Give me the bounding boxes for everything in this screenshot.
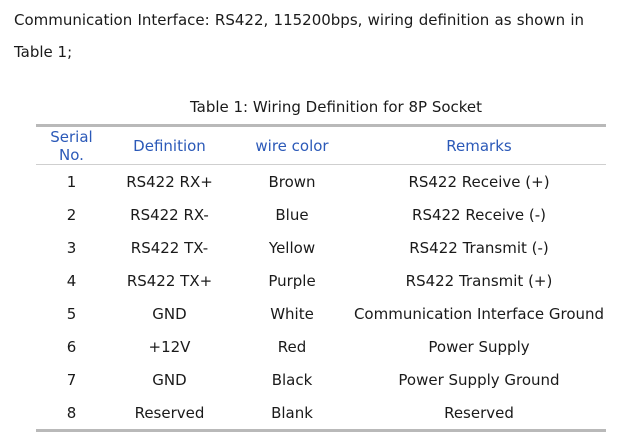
cell-definition: GND xyxy=(152,370,187,389)
cell-serial-no: 8 xyxy=(66,403,77,422)
cell-definition: RS422 RX- xyxy=(130,205,209,224)
cell-serial-no: 6 xyxy=(66,337,77,356)
cell-wire-color: White xyxy=(270,304,314,323)
cell-wire-color: Blue xyxy=(275,205,309,224)
cell-remarks: RS422 Receive (-) xyxy=(412,205,546,224)
cell-definition: +12V xyxy=(148,337,191,356)
header-definition: Definition xyxy=(133,136,206,155)
header-wire-color: wire color xyxy=(255,136,329,155)
wiring-table: Serial No. Definition wire color Remarks… xyxy=(36,124,606,432)
cell-serial-no: 3 xyxy=(66,238,77,257)
header-remarks: Remarks xyxy=(446,136,512,155)
cell-wire-color: Red xyxy=(277,337,307,356)
table-row: 1 RS422 RX+ Brown RS422 Receive (+) xyxy=(36,165,606,199)
cell-serial-no: 4 xyxy=(66,271,77,290)
table-header-row: Serial No. Definition wire color Remarks xyxy=(36,125,606,165)
cell-remarks: RS422 Transmit (-) xyxy=(409,238,549,257)
table-row: 3 RS422 TX- Yellow RS422 Transmit (-) xyxy=(36,231,606,264)
cell-remarks: Reserved xyxy=(444,403,514,422)
table-row: 2 RS422 RX- Blue RS422 Receive (-) xyxy=(36,198,606,231)
cell-definition: RS422 TX- xyxy=(130,238,209,257)
table-row: 8 Reserved Blank Reserved xyxy=(36,396,606,431)
cell-wire-color: Brown xyxy=(268,172,316,191)
cell-remarks: Power Supply Ground xyxy=(398,370,560,389)
table-row: 6 +12V Red Power Supply xyxy=(36,330,606,363)
cell-wire-color: Blank xyxy=(271,403,313,422)
table-row: 4 RS422 TX+ Purple RS422 Transmit (+) xyxy=(36,264,606,297)
cell-serial-no: 1 xyxy=(66,172,77,191)
cell-remarks: Communication Interface Ground xyxy=(353,304,605,323)
cell-definition: RS422 TX+ xyxy=(126,271,213,290)
cell-remarks: Power Supply xyxy=(428,337,530,356)
cell-serial-no: 2 xyxy=(66,205,77,224)
cell-serial-no: 7 xyxy=(66,370,77,389)
cell-wire-color: Yellow xyxy=(268,238,316,257)
cell-definition: Reserved xyxy=(134,403,205,422)
cell-remarks: RS422 Receive (+) xyxy=(408,172,550,191)
cell-serial-no: 5 xyxy=(66,304,77,323)
table-row: 7 GND Black Power Supply Ground xyxy=(36,363,606,396)
table-row: 5 GND White Communication Interface Grou… xyxy=(36,297,606,330)
cell-wire-color: Black xyxy=(271,370,313,389)
cell-wire-color: Purple xyxy=(268,271,316,290)
cell-definition: GND xyxy=(152,304,187,323)
intro-paragraph: Communication Interface: RS422, 115200bp… xyxy=(14,11,584,61)
header-serial-no: Serial No. xyxy=(50,127,93,164)
cell-definition: RS422 RX+ xyxy=(126,172,213,191)
cell-remarks: RS422 Transmit (+) xyxy=(405,271,553,290)
table-caption: Table 1: Wiring Definition for 8P Socket xyxy=(189,98,483,116)
